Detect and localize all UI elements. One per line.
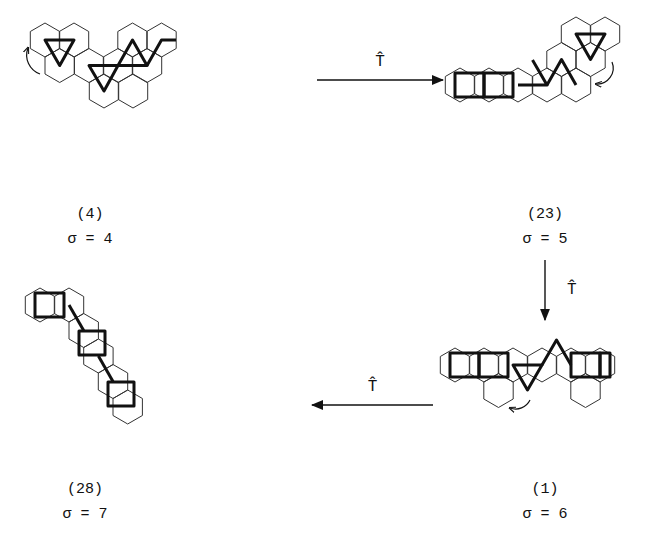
sigma-value: σ = 5 [522,231,567,249]
compound-number: (1) [531,481,558,499]
sigma-value: σ = 7 [62,506,107,524]
molecule-28 [25,288,142,424]
operator-label: T̂ [373,52,387,72]
compound-number: (28) [67,481,103,499]
sigma-value: σ = 4 [67,231,112,249]
molecule-4 [27,23,177,108]
compound-number: (23) [527,206,563,224]
compound-number: (4) [76,206,103,224]
operator-label: T̂ [366,377,380,397]
transform-arrow [317,79,443,80]
molecule-node: (4) σ = 4 [10,10,315,258]
molecule-node: (28) σ = 7 [10,282,310,528]
molecule-1 [440,340,614,409]
transform-arrow [544,260,545,320]
sigma-value: σ = 6 [522,506,567,524]
molecule-node: (1) σ = 6 [435,322,645,528]
operator-label: T̂ [565,280,579,300]
transform-arrow [312,404,433,405]
molecule-23 [445,17,619,102]
molecule-node: (23) σ = 5 [445,10,645,258]
